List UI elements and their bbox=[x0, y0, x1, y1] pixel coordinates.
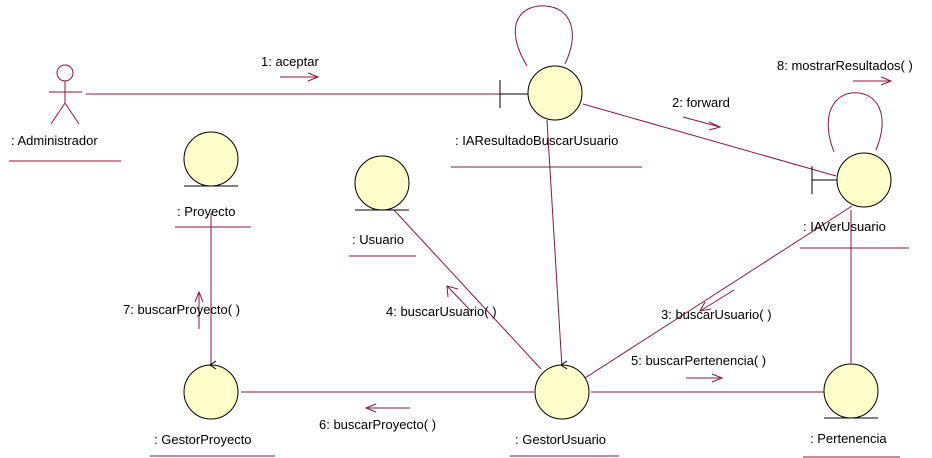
administrador-label: : Administrador bbox=[11, 133, 98, 148]
message-label-m1: 1: aceptar bbox=[261, 54, 319, 69]
usuario-entity[interactable]: : Usuario bbox=[349, 155, 416, 257]
arrow-m3 bbox=[699, 289, 735, 312]
message-label-m2: 2: forward bbox=[672, 95, 730, 110]
arrow-m7 bbox=[194, 290, 204, 329]
boundary-icon bbox=[527, 65, 583, 121]
message-label-m8: 8: mostrarResultados( ) bbox=[777, 58, 913, 73]
ia-resultado-label: : IAResultadoBuscarUsuario bbox=[455, 133, 618, 148]
gestor-proyecto-control[interactable]: : GestorProyecto bbox=[150, 360, 275, 457]
message-label-m5: 5: buscarPertenencia( ) bbox=[631, 353, 766, 368]
usuario-label: : Usuario bbox=[352, 232, 404, 247]
link-iaresultado-iaverusuario bbox=[582, 103, 837, 177]
arrow-m4 bbox=[446, 285, 473, 313]
ia-ver-usuario-label: : IAVerUsuario bbox=[803, 219, 886, 234]
entity-icon bbox=[823, 363, 879, 419]
link-usuario-gestorusuario bbox=[393, 209, 542, 370]
control-icon bbox=[183, 364, 239, 420]
message-label-m3: 3: buscarUsuario( ) bbox=[661, 307, 772, 322]
arrow-m2 bbox=[682, 116, 722, 131]
control-icon bbox=[534, 364, 590, 420]
message-label-m4: 4: buscarUsuario( ) bbox=[386, 304, 497, 319]
link-iaresultado-gestorusuario bbox=[546, 119, 563, 369]
actor-head-icon bbox=[56, 64, 74, 82]
gestor-proyecto-label: : GestorProyecto bbox=[154, 432, 252, 447]
message-label-m6: 6: buscarProyecto( ) bbox=[319, 417, 436, 432]
ia-ver-usuario-boundary[interactable]: : IAVerUsuario bbox=[800, 152, 909, 249]
links bbox=[86, 5, 883, 393]
control-arrow-icon bbox=[209, 360, 217, 370]
arrow-m5 bbox=[686, 373, 724, 383]
arrow-m1 bbox=[280, 72, 320, 82]
entity-icon bbox=[183, 131, 239, 187]
pertenencia-label: : Pertenencia bbox=[810, 431, 887, 446]
message-labels: 1: aceptar 2: forward 3: buscarUsuario( … bbox=[123, 54, 913, 432]
proyecto-label: : Proyecto bbox=[177, 204, 236, 219]
entity-icon bbox=[354, 155, 410, 211]
arrow-m8 bbox=[853, 76, 893, 86]
gestor-usuario-control[interactable]: : GestorUsuario bbox=[510, 360, 619, 457]
proyecto-entity[interactable]: : Proyecto bbox=[175, 131, 251, 228]
gestor-usuario-label: : GestorUsuario bbox=[515, 432, 606, 447]
ia-resultado-boundary[interactable]: : IAResultadoBuscarUsuario bbox=[451, 65, 642, 168]
message-label-m7: 7: buscarProyecto( ) bbox=[123, 302, 240, 317]
selflink-iaverusuario bbox=[827, 92, 883, 153]
selflink-iaresultado bbox=[514, 5, 573, 67]
message-arrows bbox=[194, 72, 893, 413]
control-arrow-icon bbox=[560, 360, 568, 370]
pertenencia-entity[interactable]: : Pertenencia bbox=[803, 363, 900, 458]
arrow-m6 bbox=[364, 403, 410, 413]
administrador-actor[interactable]: : Administrador bbox=[9, 64, 121, 162]
boundary-icon bbox=[836, 152, 892, 208]
link-iaverusuario-gestorusuario bbox=[584, 205, 853, 379]
